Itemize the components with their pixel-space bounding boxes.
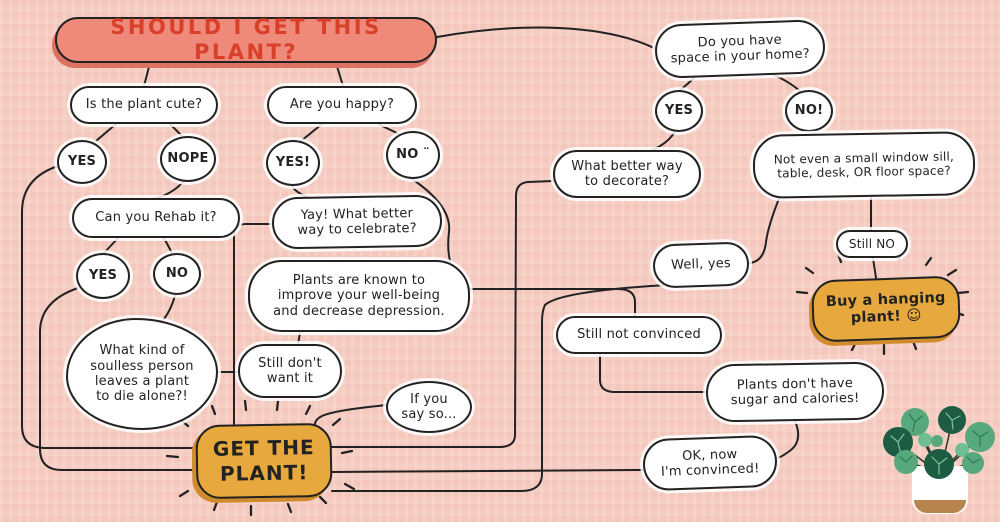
text-line: YES (88, 268, 118, 284)
text-line: Can you Rehab it? (95, 210, 217, 226)
text-line: NOPE (167, 151, 209, 167)
title-text: SHOULD I GET THIS PLANT? (110, 15, 382, 64)
node-title: SHOULD I GET THIS PLANT? (55, 15, 437, 64)
text-line: Still don't (258, 355, 322, 371)
text-line: YES (67, 154, 97, 170)
text-line: NO (165, 266, 189, 282)
node-space-no: NO! (785, 90, 833, 132)
text-line: Plants are known to (292, 273, 426, 288)
node-still-not-convinced: Still not convinced (556, 316, 722, 354)
node-ok-now-convinced: OK, now I'm convinced! (642, 434, 778, 492)
node-well-yes: Well, yes (652, 241, 750, 289)
node-rehab-yes: YES (76, 253, 130, 299)
text-line: Well, yes (670, 256, 732, 274)
text-line: YES! (275, 155, 311, 171)
text-line: PLANT! (219, 460, 309, 486)
text-line: improve your well-being (277, 288, 441, 304)
plant-pot (912, 466, 968, 514)
node-have-space: Do you have space in your home? (654, 19, 826, 79)
text-line: table, desk, OR floor space? (777, 163, 952, 181)
text-line: want it (266, 371, 314, 386)
text-line: YES (664, 103, 694, 119)
node-can-you-rehab: Can you Rehab it? (72, 198, 240, 238)
text-line: space in your home? (670, 46, 811, 67)
text-line: I'm convinced! (660, 461, 760, 480)
text-line: Still NO (848, 236, 896, 251)
text-line: and decrease depression. (273, 303, 445, 319)
text-line: soulless person (90, 358, 194, 374)
text-line: to decorate? (584, 174, 670, 189)
node-buy-hanging-plant: Buy a hanging plant! ☺ (810, 275, 962, 343)
node-if-you-say-so: If you say so... (386, 381, 472, 433)
text-line: sugar and calories! (730, 390, 860, 409)
node-yay-celebrate: Yay! What better way to celebrate? (271, 194, 443, 250)
text-line: Still not convinced (577, 327, 701, 343)
node-rehab-no: NO (153, 253, 201, 295)
text-line: If you (410, 391, 448, 407)
node-soulless-person: What kind of soulless person leaves a pl… (66, 318, 218, 430)
text-line: GET THE (212, 435, 315, 461)
potted-plant-illustration (862, 390, 1000, 522)
pilea-plant-icon (883, 406, 995, 514)
node-happy-yes: YES! (266, 140, 320, 186)
sunburst-rays-get-plant (165, 399, 356, 517)
leaf-veins (890, 412, 989, 475)
node-cute-yes: YES (57, 140, 107, 184)
text-line: say so... (401, 407, 457, 422)
text-line: NO! (794, 103, 824, 119)
node-plants-known: Plants are known to improve your well-be… (248, 260, 470, 332)
node-still-dont-want: Still don't want it (238, 344, 342, 398)
node-happy-no: NO ¨ (386, 131, 440, 179)
node-not-even-space: Not even a small window sill, table, des… (752, 131, 976, 199)
node-get-the-plant: GET THE PLANT! (195, 422, 333, 500)
node-still-no: Still NO (836, 230, 908, 258)
text-line: leaves a plant (94, 374, 190, 389)
text-line: Is the plant cute? (85, 97, 203, 113)
text-line: plant! ☺ (850, 307, 922, 327)
node-are-you-happy: Are you happy? (267, 86, 417, 124)
text-line: way to celebrate? (297, 220, 417, 239)
text-line: Buy a hanging (825, 289, 946, 310)
node-cute-nope: NOPE (160, 136, 216, 182)
text-line: What kind of (99, 343, 185, 359)
text-line: to die alone?! (96, 389, 188, 405)
text-line: NO ¨ (396, 147, 430, 163)
node-no-sugar-calories: Plants don't have sugar and calories! (705, 361, 885, 423)
node-space-yes: YES (655, 90, 703, 132)
node-is-plant-cute: Is the plant cute? (70, 86, 218, 124)
node-decorate: What better way to decorate? (553, 150, 701, 198)
text-line: What better way (571, 158, 683, 174)
text-line: Are you happy? (289, 97, 395, 113)
